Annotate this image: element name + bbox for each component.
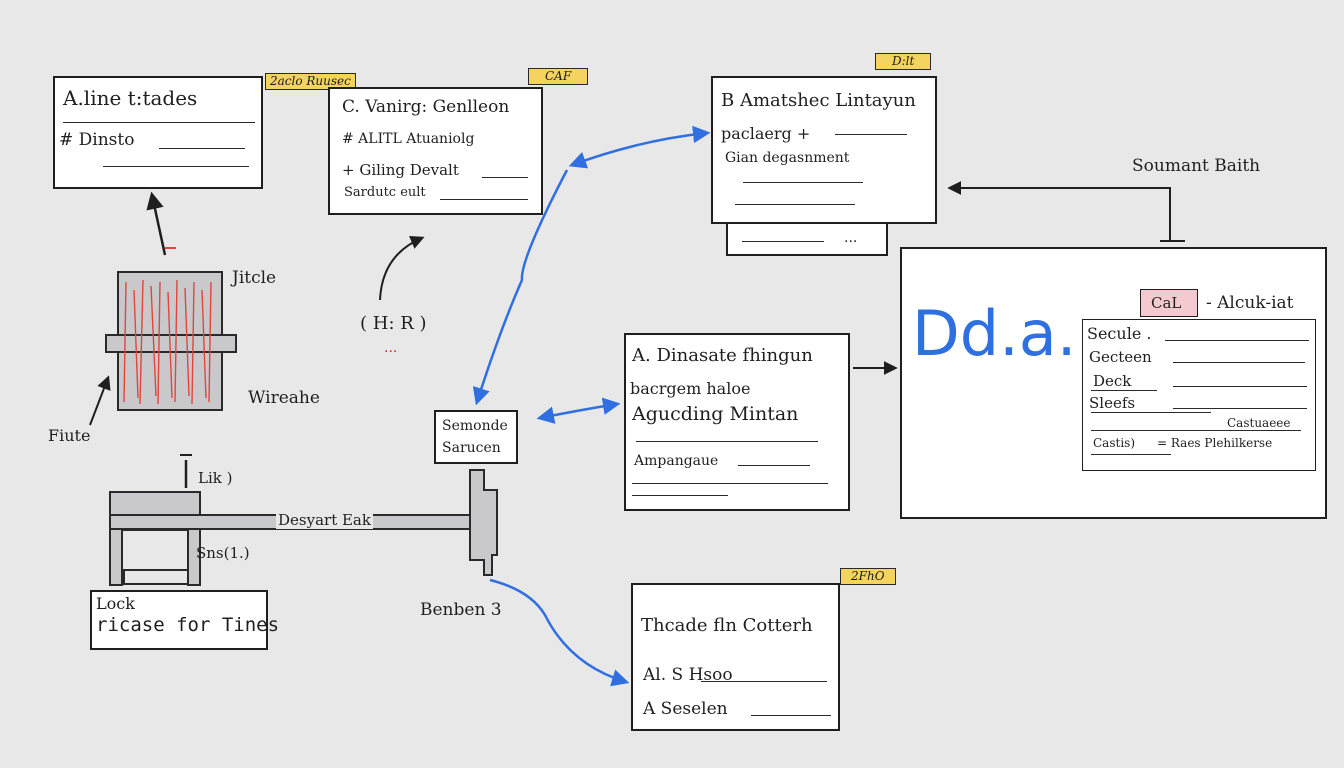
box-dyn-line2: Agucding Mintan	[632, 403, 799, 425]
blue-arrow-to-box-b	[568, 125, 711, 169]
box-thc-line2: A Seselen	[643, 699, 728, 719]
tag-caf: CAF	[528, 68, 589, 85]
dda-row-6b: = Raes Plehilkerse	[1157, 436, 1273, 450]
dda-row-1: Secule .	[1087, 324, 1152, 343]
box-lock[interactable]: Lock ricase for Tines	[90, 590, 279, 650]
box-a-line1: # Dinsto	[59, 130, 135, 150]
label-fiute: Fiute	[48, 426, 91, 445]
box-thc-line1: Al. S Hsoo	[643, 665, 733, 685]
dda-row-4: Sleefs	[1089, 394, 1136, 412]
box-dyn-title: A. Dinasate fhingun	[632, 345, 813, 366]
label-soumant-baith: Soumant Baith	[1132, 156, 1261, 176]
label-dots: ...	[384, 340, 398, 356]
box-semonde[interactable]: Semonde Sarucen	[434, 410, 518, 464]
label-hr: ( H: R )	[360, 313, 427, 334]
box-c-title: C. Vanirg: Genlleon	[342, 97, 510, 117]
cal-tag: CaL	[1140, 289, 1198, 317]
blue-arrow-semonde-dynasate	[536, 397, 621, 424]
box-dda-panel[interactable]: Dd.a. CaL - Alcuk-iat Secule . Gecteen D…	[900, 247, 1327, 519]
box-thc-title: Thcade fln Cotterh	[641, 615, 813, 636]
dda-row-3: Deck	[1093, 372, 1132, 390]
box-dyn-line3: Ampangaue	[634, 453, 719, 469]
box-b-amatshec[interactable]: B Amatshec Lintayun paclaerg + Gian dega…	[711, 76, 937, 224]
tag-top-left: 2aclo Ruusec	[265, 73, 356, 90]
box-b-title: B Amatshec Lintayun	[721, 90, 916, 111]
box-c-vanirg[interactable]: C. Vanirg: Genlleon # ALITL Atuaniolg + …	[328, 87, 543, 215]
label-benben: Benben 3	[420, 600, 502, 620]
blue-arrow-long-diagonal	[472, 169, 569, 406]
label-sns: Sns(1.)	[196, 544, 250, 562]
box-dda-inner: Secule . Gecteen Deck Sleefs Castuaeee C…	[1082, 319, 1316, 471]
box-b-ellipsis: ...	[844, 230, 858, 246]
label-lik: Lik )	[198, 469, 233, 487]
box-dda-big: Dd.a.	[912, 297, 1077, 370]
box-lock-line1: Lock	[96, 594, 135, 613]
box-a-title: A.line t:tades	[63, 86, 198, 110]
box-b-line2: Gian degasnment	[725, 150, 850, 166]
blue-arrow-to-thc	[489, 578, 630, 687]
label-desyart: Desyart Eak	[276, 511, 373, 529]
box-thcade[interactable]: Thcade fln Cotterh Al. S Hsoo A Seselen	[631, 583, 840, 731]
tag-afh: 2FhO	[840, 568, 896, 585]
tag-dlt: D:lt	[875, 53, 932, 70]
box-c-line1: # ALITL Atuaniolg	[342, 131, 475, 147]
grey-device	[105, 271, 237, 411]
curved-arrow-hr	[379, 235, 425, 301]
box-dda-header: - Alcuk-iat	[1206, 293, 1294, 313]
box-sem-line2: Sarucen	[442, 440, 501, 456]
black-arrow-fiute	[89, 375, 111, 426]
black-arrow-right	[947, 181, 1171, 240]
box-a-lines[interactable]: A.line t:tades # Dinsto	[53, 76, 263, 189]
label-wireahe: Wireahe	[248, 388, 320, 408]
box-c-line2: + Giling Devalt	[342, 161, 459, 179]
box-c-line3: Sardutc eult	[344, 185, 426, 200]
dda-row-6a: Castis)	[1093, 436, 1135, 450]
box-sem-line1: Semonde	[442, 418, 508, 434]
dda-row-2: Gecteen	[1089, 348, 1152, 366]
box-lock-line2: ricase for Tines	[96, 614, 280, 636]
box-dyn-line1: bacrgem haloe	[630, 379, 751, 398]
box-b-line1: paclaerg +	[721, 124, 811, 143]
box-dynasate[interactable]: A. Dinasate fhingun bacrgem haloe Agucdi…	[624, 333, 850, 511]
black-arrow-up-to-a	[146, 191, 167, 256]
label-title: Jitcle	[232, 268, 277, 288]
dda-row-5: Castuaeee	[1227, 416, 1291, 430]
